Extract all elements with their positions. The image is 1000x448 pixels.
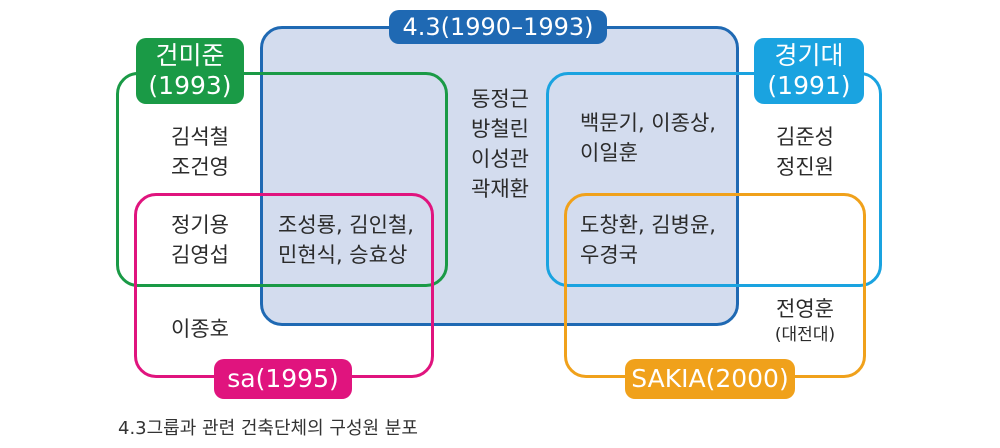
members-43-gunmijun-sa: 조성룡, 김인철, 민현식, 승효상 [278, 213, 414, 267]
group-sa-label: sa(1995) [214, 359, 352, 399]
group-gyeonggidae-label: 경기대 (1991) [754, 38, 864, 104]
group-43-box [260, 26, 739, 326]
group-gunmijun-box [116, 72, 448, 287]
members-sa-only: 이종호 [171, 317, 229, 341]
members-43-gyeonggidae-sakia: 도창환, 김병윤, 우경국 [580, 213, 716, 267]
members-gyeonggidae-only: 김준성 정진원 [776, 125, 834, 179]
group-gyeonggidae-box [546, 72, 882, 287]
members-43-only: 동정근 방철린 이성관 곽재환 [471, 87, 529, 201]
group-gunmijun-label: 건미준 (1993) [136, 38, 244, 104]
members-sakia-only: 전영훈 [776, 297, 834, 321]
members-gunmijun-sa: 정기용 김영섭 [171, 213, 229, 267]
group-43-label: 4.3(1990–1993) [389, 10, 607, 44]
members-43-gyeonggidae: 백문기, 이종상, 이일훈 [580, 111, 716, 165]
group-sakia-label: SAKIA(2000) [625, 359, 795, 399]
figure-caption: 4.3그룹과 관련 건축단체의 구성원 분포 [118, 418, 418, 439]
members-sakia-only-note: (대전대) [774, 325, 836, 345]
members-gunmijun-only: 김석철 조건영 [171, 125, 229, 179]
